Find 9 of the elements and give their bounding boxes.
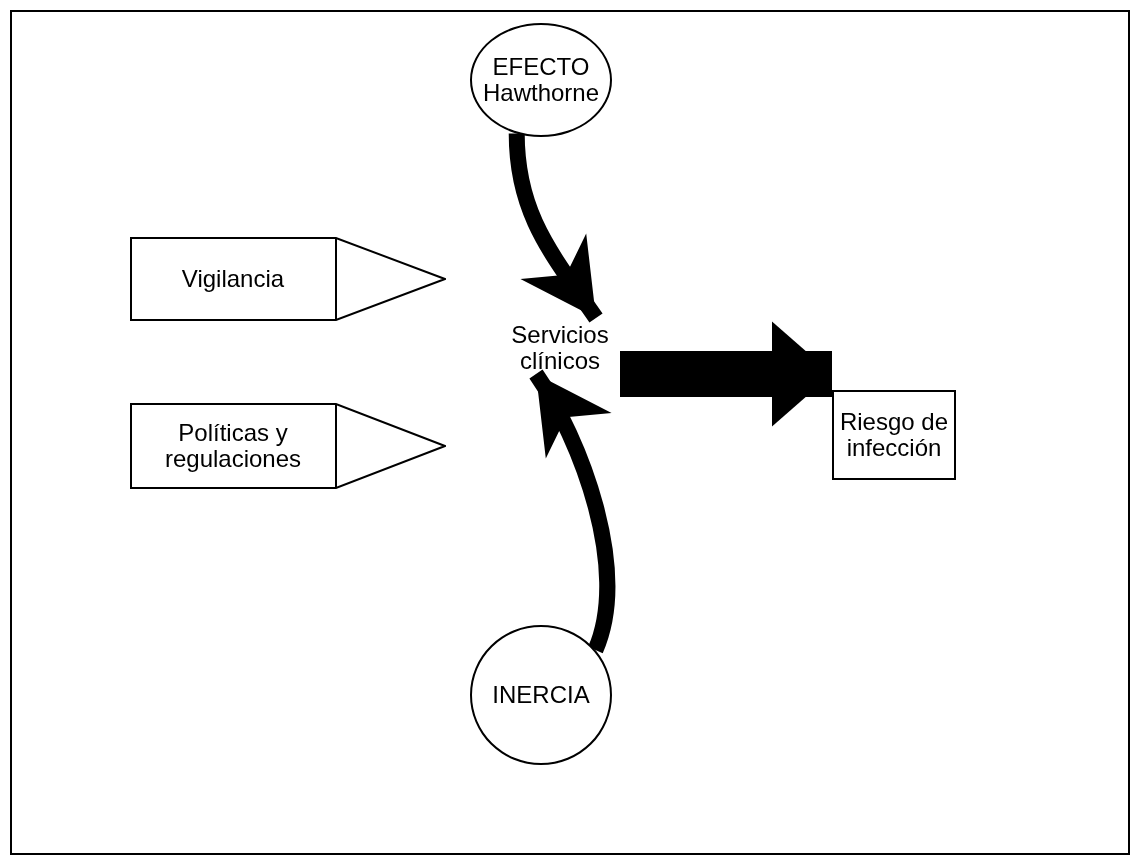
node-label: EFECTO Hawthorne [481,54,601,106]
curved-arrow [508,133,603,323]
process-box [832,390,956,480]
curved-arrow [529,369,616,653]
node-label: Vigilancia [181,266,285,292]
node-label: Servicios clínicos [510,322,610,374]
node-label: Riesgo de infección [838,409,950,461]
node-label: Políticas y regulaciones [163,420,303,472]
node-label: INERCIA [492,682,590,708]
